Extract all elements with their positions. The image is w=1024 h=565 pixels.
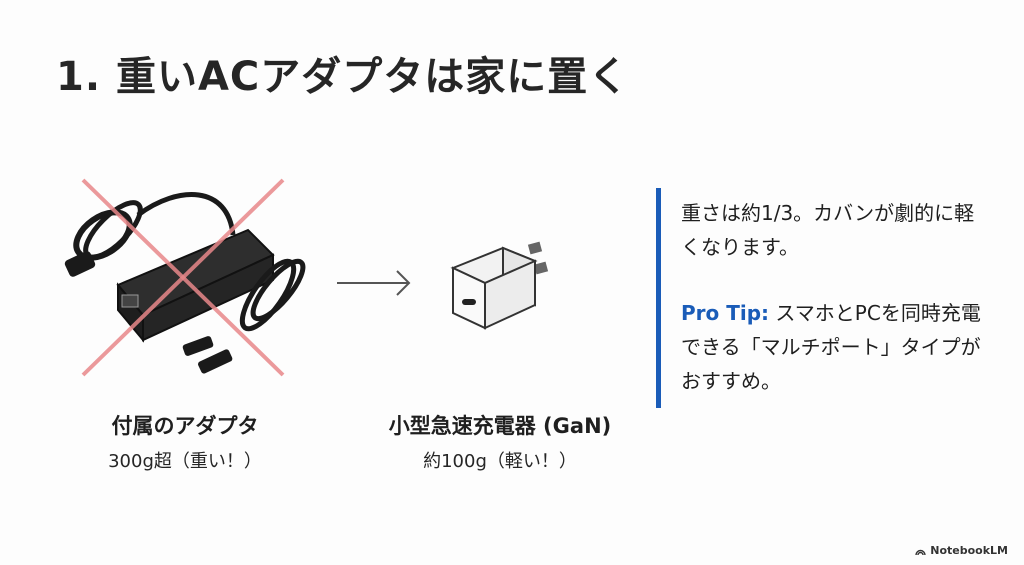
pro-tip-text: Pro Tip: スマホとPCを同時充電できる「マルチポート」タイプがおすすめ。 (681, 296, 986, 398)
notebooklm-branding: NotebookLM (915, 544, 1008, 557)
callout-weight-text: 重さは約1/3。カバンが劇的に軽くなります。 (681, 201, 975, 259)
old-adapter-weight: 300g超（重い！） (108, 451, 262, 472)
slide-title: 1. 重いACアダプタは家に置く (56, 54, 630, 100)
new-charger-weight: 約100g（軽い！） (423, 451, 577, 472)
ac-adapter-crossed-icon (64, 178, 306, 377)
notebooklm-logo-icon (915, 549, 926, 555)
gan-charger-icon (450, 241, 549, 330)
brand-label: NotebookLM (930, 544, 1008, 557)
pro-tip-body: スマホとPCを同時充電できる「マルチポート」タイプがおすすめ。 (681, 301, 981, 393)
right-arrow-icon (337, 270, 411, 296)
old-adapter-title: 付属のアダプタ (111, 414, 259, 438)
pro-tip-label: Pro Tip: (681, 301, 770, 325)
callout-box: 重さは約1/3。カバンが劇的に軽くなります。 Pro Tip: スマホとPCを同… (656, 188, 986, 408)
new-charger-title: 小型急速充電器 (GaN) (388, 414, 612, 438)
